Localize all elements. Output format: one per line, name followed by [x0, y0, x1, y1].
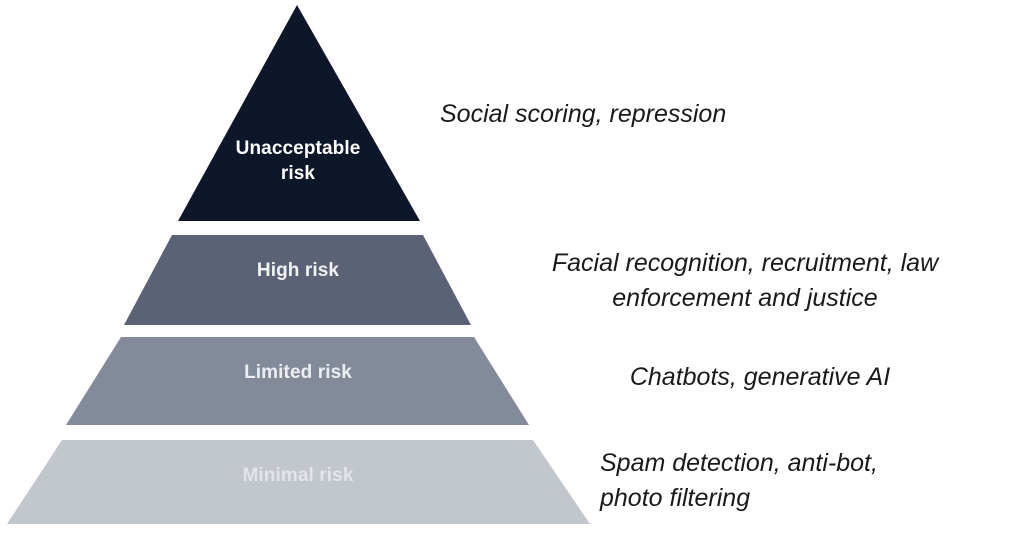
annotation-unacceptable-risk: Social scoring, repression	[440, 100, 727, 128]
annotation-high-risk: Facial recognition, recruitment, law enf…	[551, 249, 939, 312]
annotation-minimal-risk: Spam detection, anti-bot, photo filterin…	[600, 449, 878, 512]
annotation-limited-risk: Chatbots, generative AI	[629, 363, 891, 391]
pyramid-tier-high-risk[interactable]	[124, 235, 471, 325]
pyramid-tier-unacceptable-risk[interactable]	[178, 5, 420, 221]
pyramid-tier-minimal-risk[interactable]	[7, 440, 590, 524]
pyramid-tier-limited-risk[interactable]	[66, 337, 529, 425]
